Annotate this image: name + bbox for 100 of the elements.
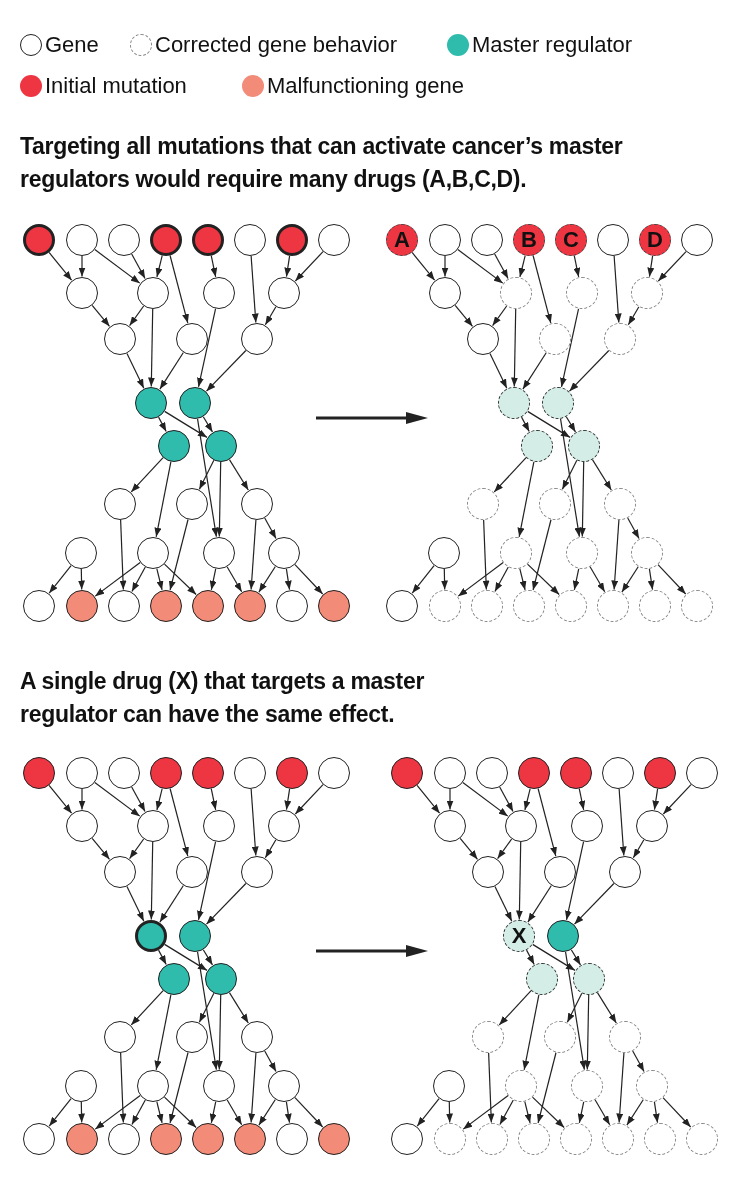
arrow (205, 349, 247, 392)
arrow (130, 457, 164, 493)
arrow (527, 884, 552, 923)
corrected-gene-circle (518, 1123, 550, 1155)
arrow (119, 519, 127, 591)
arrow (198, 992, 215, 1023)
arrow (126, 885, 145, 922)
gene-circle (476, 757, 508, 789)
gene-circle (268, 1070, 300, 1102)
drug-letter: C (563, 229, 579, 251)
arrow (662, 784, 692, 815)
arrow (482, 519, 490, 591)
arrow (515, 841, 523, 921)
master-regulator-circle (179, 920, 211, 952)
arrow (264, 306, 277, 326)
arrow (156, 1100, 164, 1124)
gene-circle (597, 224, 629, 256)
arrow (520, 416, 530, 433)
gene-circle (391, 1123, 423, 1155)
arrow (94, 561, 141, 597)
arrow (411, 564, 435, 594)
malfunctioning-gene-circle (234, 1123, 266, 1155)
arrow (294, 251, 324, 282)
gene-circle (176, 488, 208, 520)
gene-circle (467, 323, 499, 355)
arrow (487, 1052, 495, 1124)
legend-label: Initial mutation (45, 73, 187, 99)
arrow (446, 788, 454, 811)
corrected-gene-circle (500, 537, 532, 569)
arrow (526, 563, 560, 596)
gene-circle (203, 1070, 235, 1102)
arrow (91, 304, 111, 327)
mutated-gene-circle (560, 757, 592, 789)
corrected-gene-circle (505, 1070, 537, 1102)
gene-circle (433, 1070, 465, 1102)
arrow (169, 254, 189, 324)
arrow (613, 255, 622, 324)
arrow (94, 1094, 141, 1130)
arrow (131, 253, 146, 280)
arrow (226, 1099, 243, 1126)
gene-circle (602, 757, 634, 789)
master-regulator-circle (135, 920, 167, 952)
drug-letter: A (394, 229, 410, 251)
arrow (78, 255, 86, 278)
corrected-gene-circle (429, 590, 461, 622)
heading: A single drug (X) that targets a master regulator can have the same effect. (20, 667, 426, 729)
arrow (611, 519, 620, 591)
corrected-gene-circle (631, 537, 663, 569)
arrow (627, 306, 640, 326)
arrow (129, 305, 145, 327)
gene-circle (104, 1021, 136, 1053)
arrow (159, 884, 184, 923)
arrow (459, 837, 479, 860)
drug-letter: D (647, 229, 663, 251)
corrected-gene-circle (434, 1123, 466, 1155)
gene-circle (429, 224, 461, 256)
mutated-gene-circle (276, 224, 308, 256)
drug-target-circle (555, 224, 587, 256)
legend-label: Master regulator (472, 32, 633, 58)
arrow (248, 1052, 257, 1124)
arrow (168, 518, 189, 591)
arrow (596, 992, 617, 1024)
arrow (568, 349, 610, 392)
gene-circle (386, 590, 418, 622)
arrow (131, 1099, 146, 1126)
arrow (250, 788, 259, 857)
arrow (561, 459, 578, 490)
corrected-gene-circle (539, 488, 571, 520)
arrow (621, 565, 639, 593)
malfunctioning-gene-circle (192, 1123, 224, 1155)
gene-circle (429, 277, 461, 309)
corrected-gene-circle (539, 323, 571, 355)
mutated-gene-circle (23, 224, 55, 256)
gene-circle (234, 757, 266, 789)
arrow (48, 564, 72, 594)
corrected-gene-circle (639, 590, 671, 622)
arrow (258, 565, 276, 593)
arrow (258, 1098, 276, 1126)
gene-circle (66, 757, 98, 789)
arrow (457, 248, 504, 284)
arrow (131, 786, 146, 813)
malfunctioning-gene-circle (318, 1123, 350, 1155)
malfunctioning-gene-circle (234, 590, 266, 622)
arrow (78, 788, 86, 811)
gene-circle (318, 757, 350, 789)
arrow (536, 1051, 557, 1124)
arrow (489, 352, 508, 389)
arrow (565, 416, 577, 433)
arrow (164, 943, 208, 971)
corrected-gene-circle (472, 1021, 504, 1053)
gene-circle (108, 224, 140, 256)
arrow (154, 994, 172, 1071)
corrected-master-regulator-circle (503, 920, 535, 952)
arrow (531, 518, 552, 591)
arrow (570, 949, 582, 966)
corrected-master-regulator-circle (573, 963, 605, 995)
arrow (632, 1050, 645, 1073)
corrected-gene-circle (566, 537, 598, 569)
arrow (594, 1099, 611, 1126)
arrow (579, 461, 586, 538)
